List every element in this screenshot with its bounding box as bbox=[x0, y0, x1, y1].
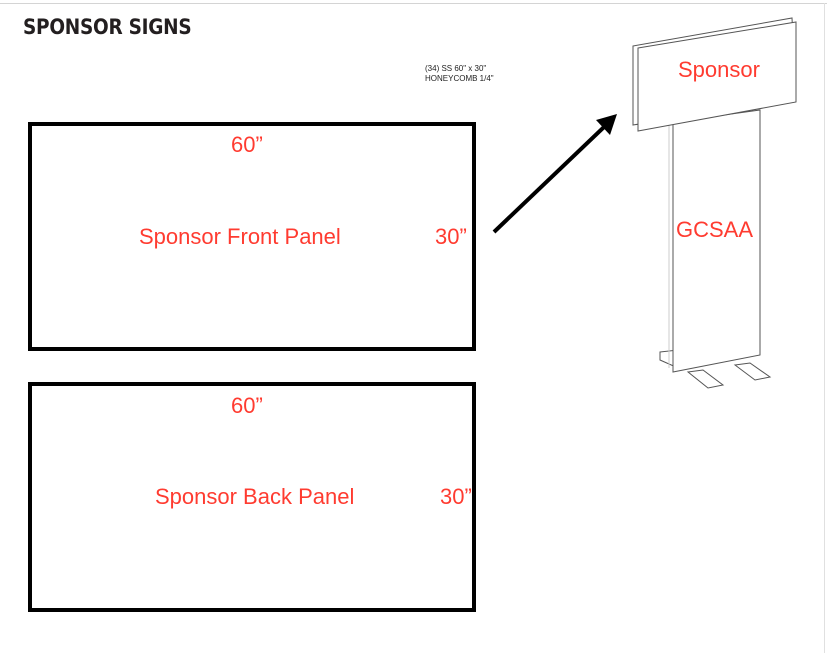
page-right-border bbox=[824, 3, 825, 653]
spec-line-2: HONEYCOMB 1/4" bbox=[425, 74, 494, 83]
sign-post-label: GCSAA bbox=[676, 217, 754, 242]
front-panel-width-label: 60” bbox=[231, 132, 263, 157]
spec-line-1: (34) SS 60" x 30" bbox=[425, 64, 487, 73]
page-title: SPONSOR SIGNS bbox=[23, 15, 192, 39]
back-panel-outline bbox=[28, 382, 476, 612]
sign-top-label: Sponsor bbox=[678, 57, 760, 82]
page-top-border bbox=[0, 3, 827, 4]
front-panel-outline bbox=[28, 122, 476, 351]
front-panel-name: Sponsor Front Panel bbox=[139, 224, 341, 249]
arrow-icon bbox=[492, 114, 617, 234]
spec-note: (34) SS 60" x 30" HONEYCOMB 1/4" bbox=[425, 64, 494, 84]
back-panel-name: Sponsor Back Panel bbox=[155, 484, 355, 509]
back-panel-width-label: 60” bbox=[231, 393, 263, 418]
sign-stand-drawing bbox=[632, 17, 797, 389]
front-panel-height-label: 30” bbox=[435, 224, 467, 249]
back-panel-height-label: 30” bbox=[440, 484, 472, 509]
